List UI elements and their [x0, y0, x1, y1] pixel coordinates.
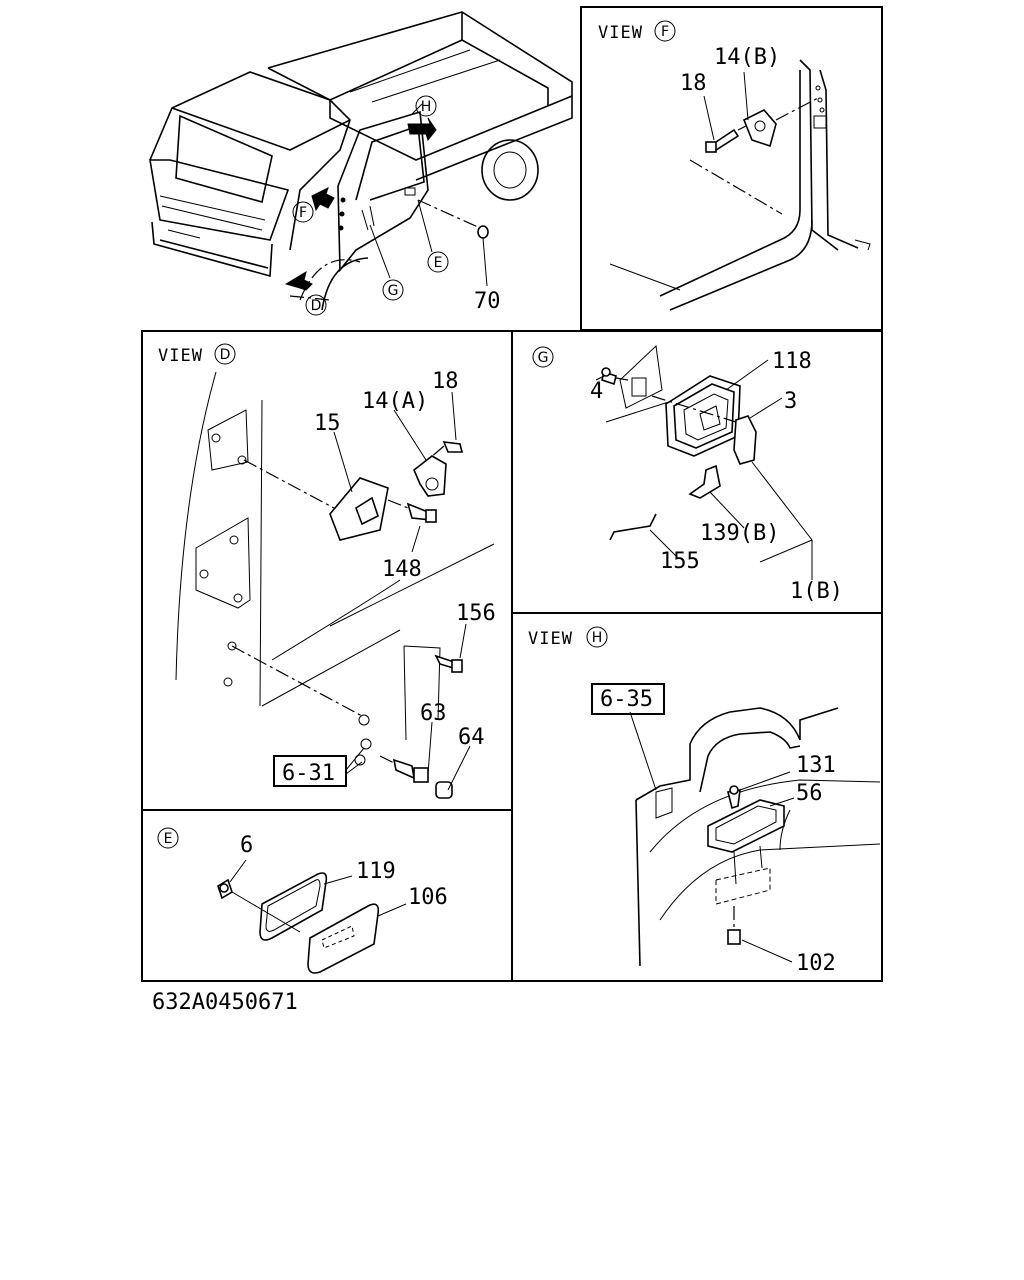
- part-4-label: 4: [590, 379, 603, 404]
- view-h-title: VIEW H: [528, 626, 608, 649]
- part-14b-label: 14(B): [714, 45, 780, 70]
- view-h-drawing: [591, 683, 881, 967]
- view-f-drawing: [609, 59, 871, 311]
- ref-6-31-label: 6-31: [282, 761, 335, 786]
- drawing-number: 632A0450671: [152, 990, 298, 1015]
- svg-text:E: E: [164, 831, 173, 847]
- svg-text:H: H: [592, 630, 603, 646]
- part-18-f-label: 18: [680, 71, 707, 96]
- part-15-label: 15: [314, 411, 341, 436]
- svg-text:G: G: [538, 350, 549, 366]
- section-e-drawing: [217, 859, 407, 974]
- part-70-label: 70: [474, 289, 501, 314]
- svg-text:D: D: [220, 347, 231, 363]
- view-d-title: VIEW D: [158, 343, 236, 366]
- part-148-label: 148: [382, 557, 422, 582]
- svg-text:F: F: [661, 24, 669, 40]
- svg-text:VIEW: VIEW: [598, 23, 643, 43]
- part-131-label: 131: [796, 753, 836, 778]
- ref-6-35-label: 6-35: [600, 687, 653, 712]
- callout-e: E: [434, 255, 443, 271]
- part-14a-label: 14(A): [362, 389, 428, 414]
- view-d-drawing: [175, 371, 495, 799]
- part-156-label: 156: [456, 601, 496, 626]
- part-139b-label: 139(B): [700, 521, 779, 546]
- svg-text:VIEW: VIEW: [528, 629, 573, 649]
- part-106-label: 106: [408, 885, 448, 910]
- section-g-title: G: [532, 346, 554, 368]
- part-102-label: 102: [796, 951, 836, 976]
- callout-f: F: [299, 205, 307, 221]
- part-64-label: 64: [458, 725, 485, 750]
- section-e-title: E: [157, 827, 179, 849]
- part-3-label: 3: [784, 389, 797, 414]
- panel-frames: [141, 6, 883, 982]
- part-18-d-label: 18: [432, 369, 459, 394]
- part-119-label: 119: [356, 859, 396, 884]
- callout-d: D: [311, 298, 322, 314]
- callout-g: G: [388, 283, 399, 299]
- part-118-label: 118: [772, 349, 812, 374]
- section-g-drawing: [595, 344, 813, 580]
- callout-h: H: [421, 99, 432, 115]
- part-1b-label: 1(B): [790, 579, 843, 604]
- part-56-label: 56: [796, 781, 823, 806]
- truck-overview: [149, 11, 573, 316]
- part-155-label: 155: [660, 549, 700, 574]
- part-63-label: 63: [420, 701, 447, 726]
- svg-text:VIEW: VIEW: [158, 346, 203, 366]
- view-f-title: VIEW F: [598, 20, 676, 43]
- part-6-label: 6: [240, 833, 253, 858]
